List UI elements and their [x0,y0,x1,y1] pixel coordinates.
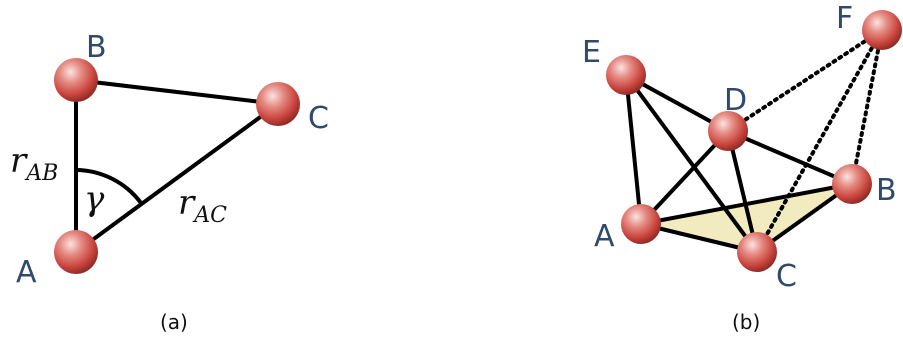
distance-ab-sub: AB [24,161,58,186]
bond-f-c [755,28,884,254]
distance-ac-label: rAC [178,183,227,228]
bond-d-c [726,129,759,254]
label-a-b: B [86,30,107,65]
caption-a: (a) [160,310,188,334]
label-b-c: C [776,259,797,294]
panel-b-dotted-bonds [726,28,884,254]
label-a-a: A [16,255,37,290]
bond-f-b [850,28,884,186]
label-b-f: F [836,1,853,36]
bond-b-c [74,78,280,106]
atom-b-c [737,232,777,272]
distance-ab-label: rAB [10,141,58,186]
bond-a-b-b [639,182,854,226]
panel-a: B C A rAB rAC γ (a) [10,30,329,334]
atom-a-a [54,230,98,274]
atom-b-f [862,10,902,50]
panel-b: E D F B A C (b) [582,1,902,334]
bond-d-b [726,129,854,186]
label-b-e: E [582,35,601,70]
label-a-c: C [308,101,329,136]
distance-ac-sub: AC [192,203,227,228]
angle-arc [75,168,143,205]
label-b-a: A [594,219,615,254]
label-b-d: D [724,83,747,118]
atom-a-b [54,58,98,102]
bond-d-a [639,129,730,226]
caption-b: (b) [732,310,760,334]
label-b-b: B [876,173,897,208]
atom-b-d [708,111,748,151]
bond-f-d [726,28,884,133]
atom-b-a [621,204,661,244]
atom-a-c [256,82,300,126]
bond-e-a [624,73,643,226]
bond-a-c [74,102,280,254]
atom-b-b [832,164,872,204]
distance-ab-main: r [10,141,28,181]
bond-e-c [624,73,759,254]
angle-gamma-label: γ [84,179,105,219]
panel-a-bonds [74,78,280,254]
atom-b-e [606,55,646,95]
distance-ac-main: r [178,183,196,223]
